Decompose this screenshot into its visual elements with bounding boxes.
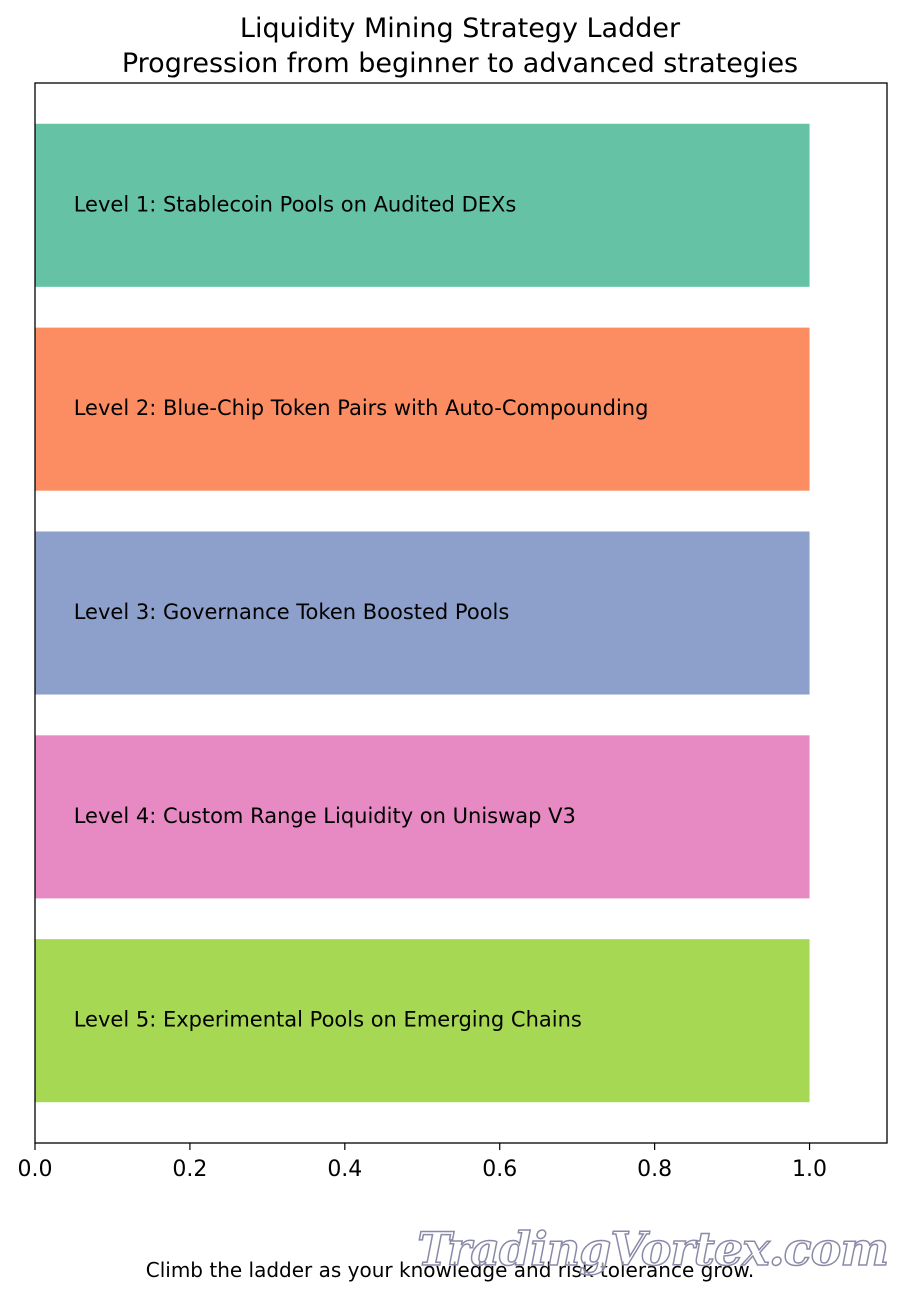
bar-level-2 <box>35 327 810 491</box>
bars-layer <box>35 123 810 1103</box>
x-tick-label: 1.0 <box>792 1157 827 1182</box>
x-tick-label: 0.4 <box>327 1157 362 1182</box>
bar-level-4 <box>35 735 810 899</box>
bar-label-level-5: Level 5: Experimental Pools on Emerging … <box>74 1008 582 1032</box>
bar-labels-layer: Level 1: Stablecoin Pools on Audited DEX… <box>74 192 649 1031</box>
chart-title: Liquidity Mining Strategy Ladder <box>240 13 681 44</box>
x-axis: 0.0 0.2 0.4 0.6 0.8 1.0 <box>18 1143 827 1182</box>
chart-caption: Climb the ladder as your knowledge and r… <box>145 1258 755 1282</box>
bar-level-1 <box>35 123 810 287</box>
x-tick-label: 0.2 <box>172 1157 207 1182</box>
chart-subtitle: Progression from beginner to advanced st… <box>122 48 798 79</box>
plot-frame <box>34 82 888 1144</box>
bar-label-level-3: Level 3: Governance Token Boosted Pools <box>74 600 510 624</box>
bar-label-level-1: Level 1: Stablecoin Pools on Audited DEX… <box>74 192 517 216</box>
bar-level-5 <box>35 939 810 1103</box>
bar-label-level-4: Level 4: Custom Range Liquidity on Unisw… <box>74 804 576 828</box>
bar-label-level-2: Level 2: Blue-Chip Token Pairs with Auto… <box>74 396 649 420</box>
x-tick-label: 0.8 <box>637 1157 672 1182</box>
x-tick-label: 0.6 <box>482 1157 517 1182</box>
x-tick-label: 0.0 <box>18 1157 53 1182</box>
bar-level-3 <box>35 531 810 695</box>
watermark-logo: TradingVortex.com <box>416 1221 889 1277</box>
